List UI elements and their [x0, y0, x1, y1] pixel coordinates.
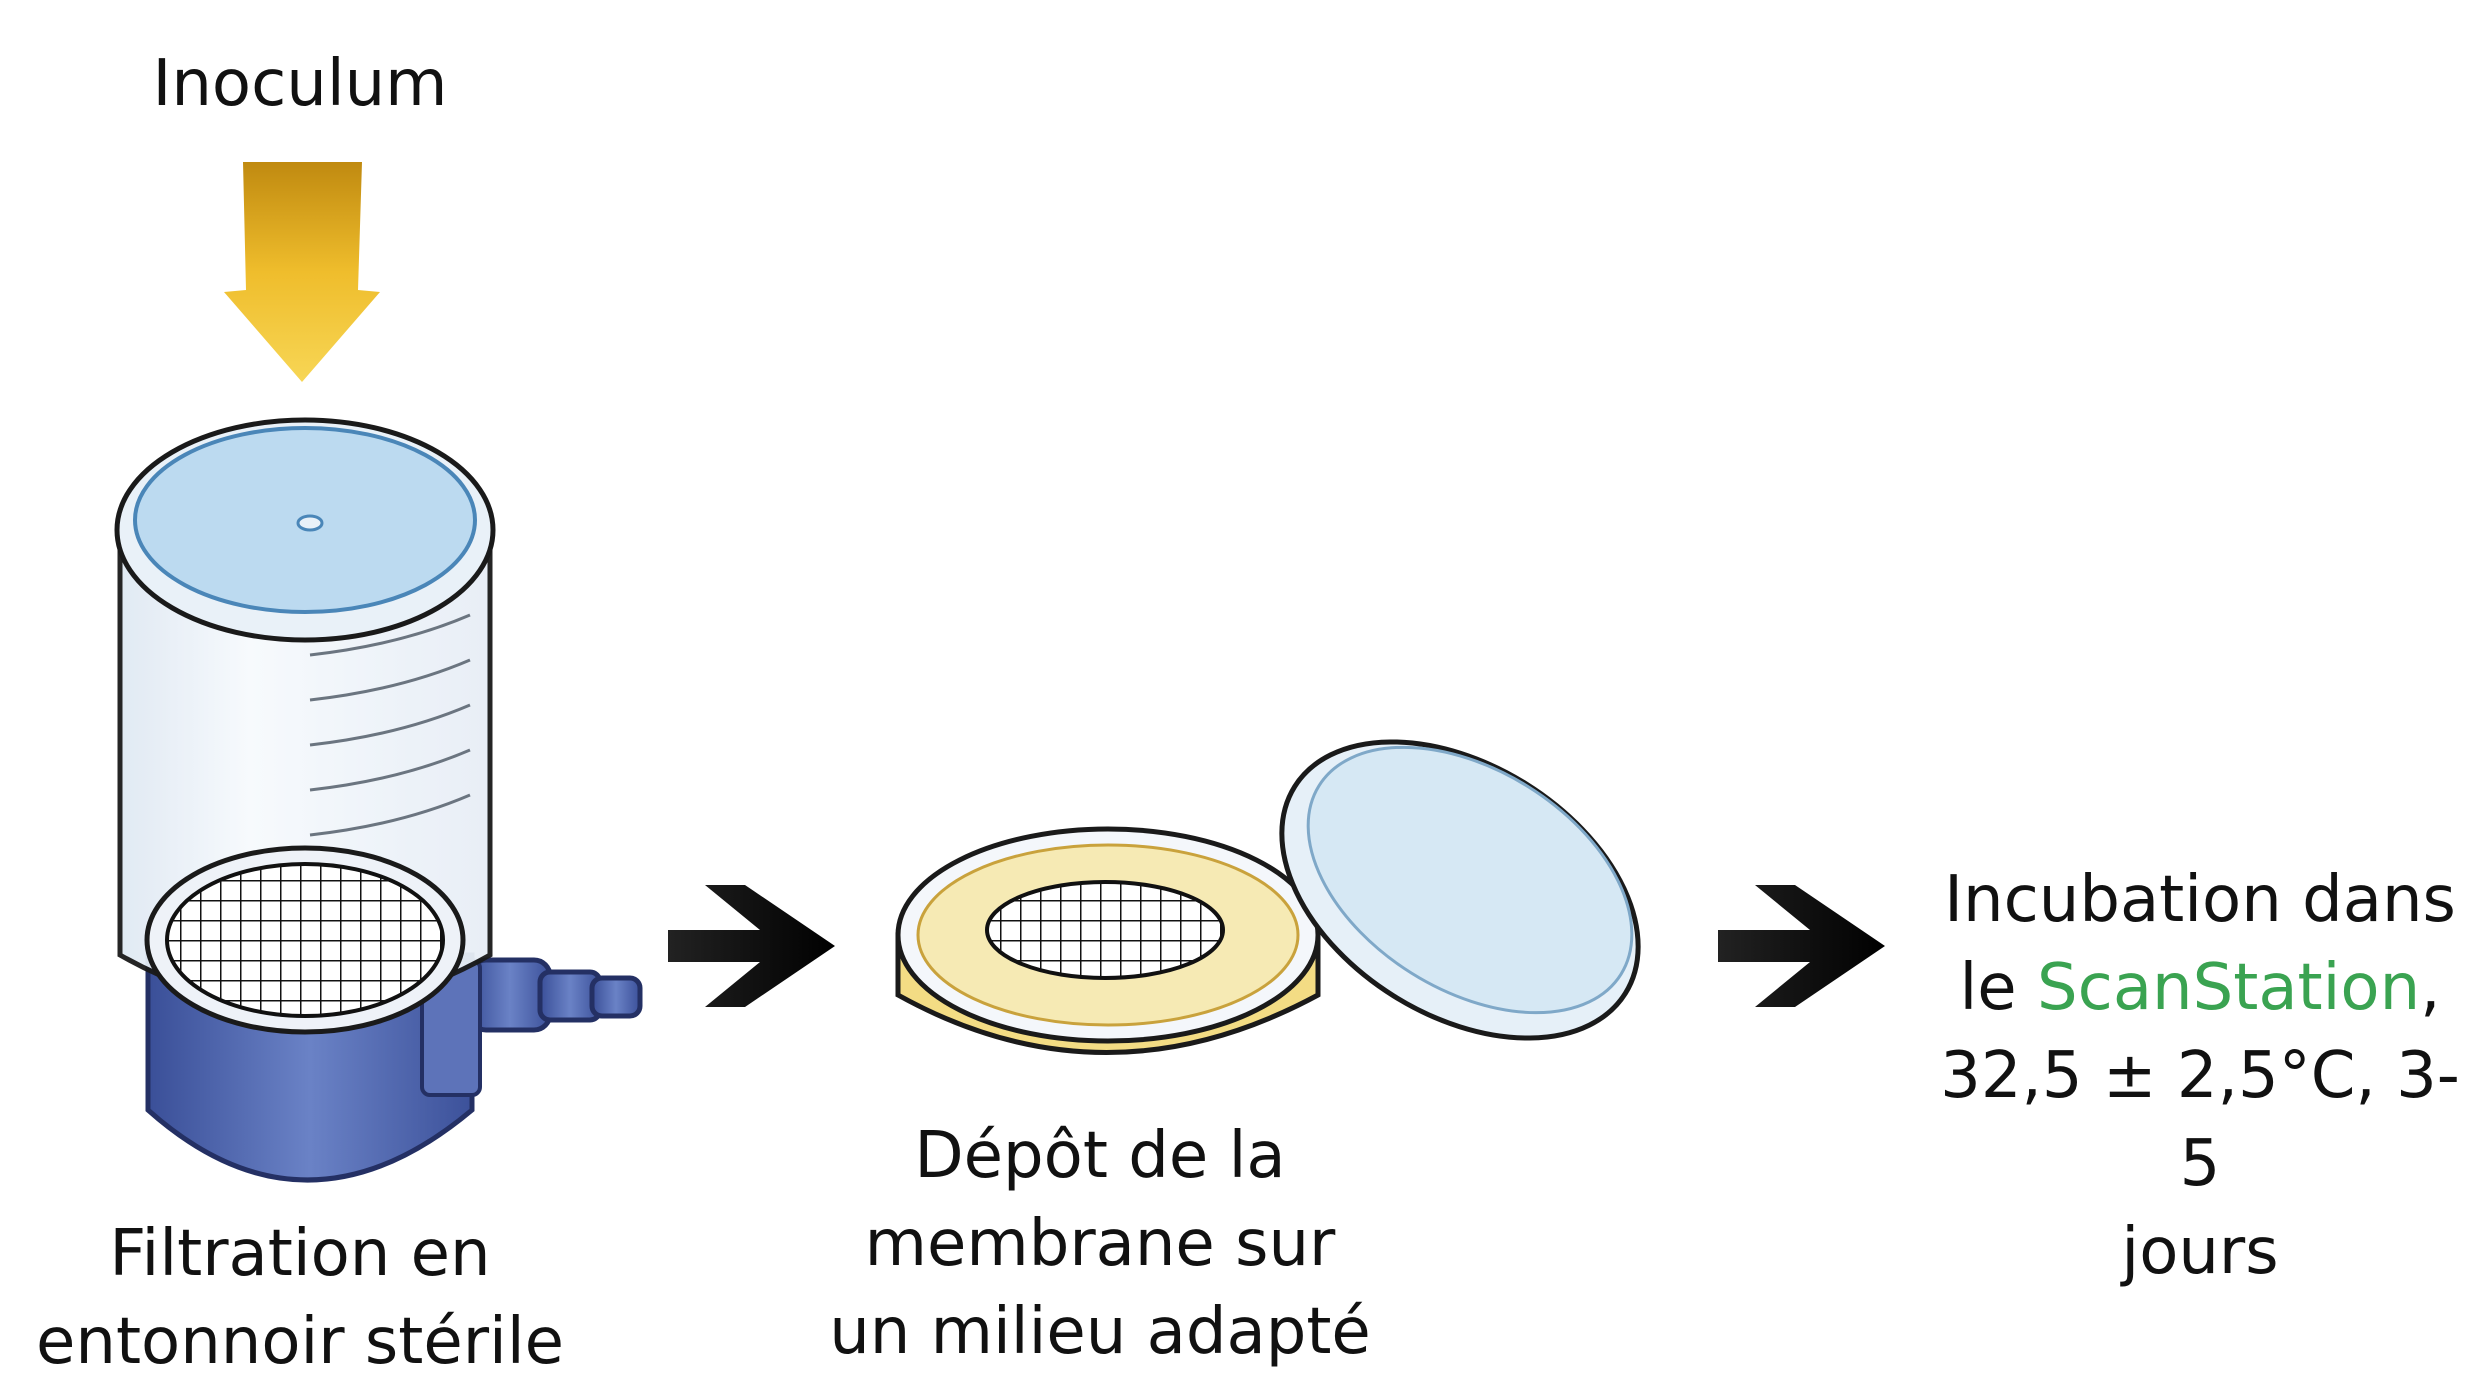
- step3-suffix: ,: [2420, 951, 2441, 1025]
- step2-line: Dépôt de la: [914, 1119, 1286, 1193]
- step3-prefix: le: [1959, 951, 2038, 1025]
- down-arrow-icon: [224, 162, 380, 382]
- inoculum-label: Inoculum: [152, 47, 448, 121]
- step1-line: Filtration en: [109, 1217, 491, 1291]
- step3-line: Incubation dans: [1944, 863, 2456, 937]
- petri-lid-icon: [1279, 739, 1641, 1041]
- scanstation-highlight: ScanStation: [2037, 951, 2421, 1025]
- filter-funnel-icon: [114, 417, 643, 1183]
- step2-line: un milieu adapté: [829, 1295, 1371, 1369]
- step3-line: le ScanStation,: [1920, 944, 2480, 1032]
- right-arrow-icon: [668, 885, 835, 1007]
- step3-line: jours: [2121, 1215, 2279, 1289]
- step1-label: Filtration en entonnoir stérile: [0, 1210, 600, 1386]
- step3-line: 32,5 ± 2,5°C, 3-5: [1940, 1039, 2460, 1201]
- step1-line: entonnoir stérile: [36, 1305, 564, 1379]
- step3-label: Incubation dans le ScanStation, 32,5 ± 2…: [1920, 856, 2480, 1296]
- right-arrow-icon: [1718, 885, 1885, 1007]
- petri-dish-icon: [895, 826, 1321, 1055]
- step2-line: membrane sur: [864, 1207, 1336, 1281]
- step2-label: Dépôt de la membrane sur un milieu adapt…: [790, 1112, 1410, 1376]
